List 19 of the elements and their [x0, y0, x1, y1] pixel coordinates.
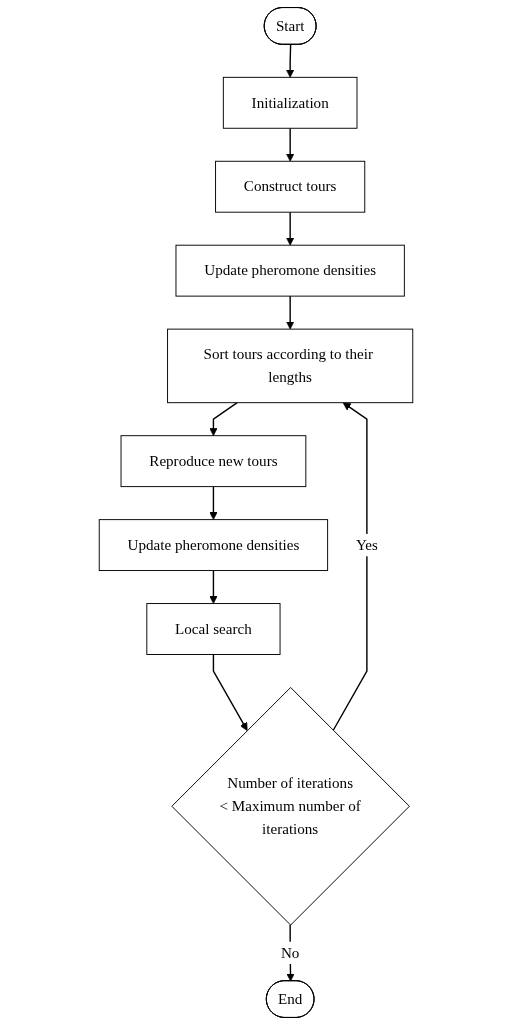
- node-box: Construct tours: [215, 160, 366, 213]
- arrow: [209, 569, 218, 604]
- arrow: [286, 127, 295, 162]
- arrow: [286, 295, 295, 330]
- node-diamond: Number of iterations < Maximum number of iterations: [171, 687, 410, 926]
- node-box: Reproduce new tours: [120, 435, 307, 488]
- node-box: Update pheromone densities: [175, 244, 405, 297]
- node-box: Update pheromone densities: [98, 519, 329, 571]
- edge-label: No: [280, 944, 300, 961]
- arrow: [286, 211, 295, 246]
- node-box: Initialization: [222, 76, 358, 129]
- arrow: [286, 44, 295, 78]
- arrow: [209, 402, 238, 437]
- arrow: [332, 402, 368, 732]
- arrow: [209, 485, 218, 520]
- node-box: Local search: [146, 603, 281, 655]
- arrow: [212, 653, 248, 731]
- edge-label: Yes: [355, 536, 378, 553]
- node-box: Sort tours according to their lengths: [167, 328, 414, 404]
